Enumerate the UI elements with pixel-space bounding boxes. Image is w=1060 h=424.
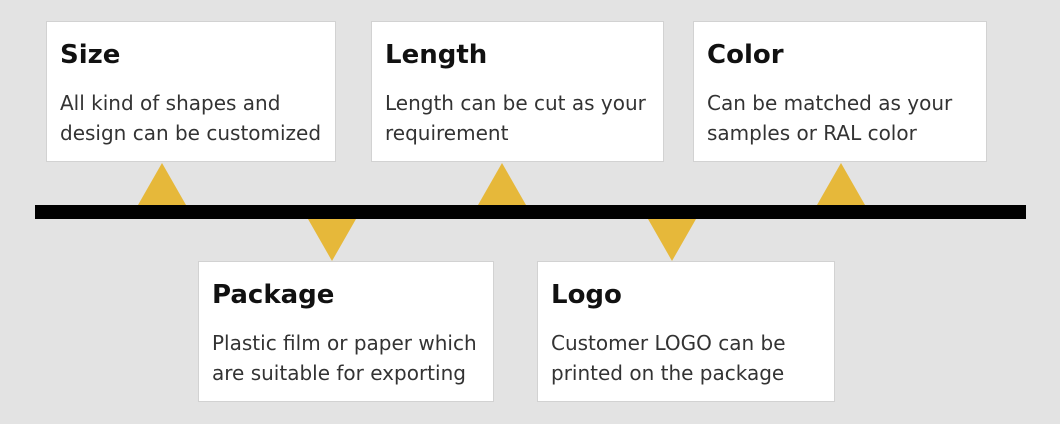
color-marker-triangle [817,163,865,205]
size-marker-triangle [138,163,186,205]
length-card-description-line: Length can be cut as your [385,91,646,115]
size-card: Size All kind of shapes and design can b… [46,21,336,162]
logo-marker-triangle [648,219,696,261]
length-card: Length Length can be cut as your require… [371,21,664,162]
length-card-description: Length can be cut as your requirement [385,88,663,148]
size-card-description: All kind of shapes and design can be cus… [60,88,335,148]
color-card-description: Can be matched as your samples or RAL co… [707,88,986,148]
size-card-title: Size [60,40,121,70]
logo-card-description: Customer LOGO can be printed on the pack… [551,328,834,388]
package-card-description: Plastic film or paper which are suitable… [212,328,493,388]
color-card: Color Can be matched as your samples or … [693,21,987,162]
length-card-title: Length [385,40,488,70]
package-card-description-line: are suitable for exporting [212,361,466,385]
package-card-title: Package [212,280,335,310]
color-card-title: Color [707,40,784,70]
package-marker-triangle [308,219,356,261]
size-card-description-line: All kind of shapes and [60,91,281,115]
color-card-description-line: Can be matched as your [707,91,953,115]
logo-card-description-line: Customer LOGO can be [551,331,786,355]
length-card-description-line: requirement [385,121,509,145]
package-card: Package Plastic film or paper which are … [198,261,494,402]
package-card-description-line: Plastic film or paper which [212,331,477,355]
timeline-bar [35,205,1026,219]
logo-card-title: Logo [551,280,622,310]
logo-card-description-line: printed on the package [551,361,785,385]
color-card-description-line: samples or RAL color [707,121,917,145]
length-marker-triangle [478,163,526,205]
size-card-description-line: design can be customized [60,121,322,145]
logo-card: Logo Customer LOGO can be printed on the… [537,261,835,402]
